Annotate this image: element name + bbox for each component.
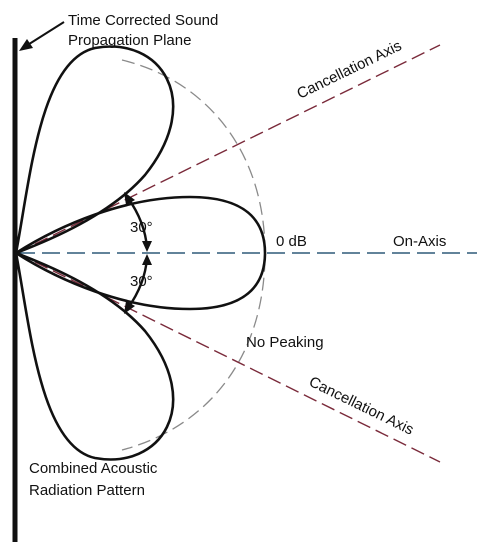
combined-label-line1: Combined Acoustic [29, 460, 158, 477]
lower-lobe [14, 251, 175, 461]
on-axis-label: On-Axis [393, 233, 446, 250]
cancellation-axis-lower [16, 252, 441, 463]
plane-label-line1: Time Corrected Sound [68, 12, 218, 29]
plane-pointer-line [25, 21, 65, 47]
angle-arrowhead-upper-a [124, 192, 135, 205]
cancellation-label-lower: Cancellation Axis [306, 373, 416, 438]
angle-arrowhead-lower-a [142, 254, 152, 265]
plane-pointer-arrowhead [19, 39, 33, 51]
angle-label-upper: 30° [130, 219, 153, 236]
zero-db-label: 0 dB [276, 233, 307, 250]
angle-label-lower: 30° [130, 273, 153, 290]
plane-label-line2: Propagation Plane [68, 32, 191, 49]
no-peaking-label: No Peaking [246, 334, 324, 351]
envelope-arc [121, 59, 266, 451]
combined-label-line2: Radiation Pattern [29, 482, 145, 499]
angle-arrowhead-lower-b [124, 301, 135, 314]
upper-lobe [14, 45, 175, 255]
main-lobe [14, 195, 267, 311]
cancellation-axis-upper [16, 44, 441, 254]
angle-arrowhead-upper-b [142, 241, 152, 252]
